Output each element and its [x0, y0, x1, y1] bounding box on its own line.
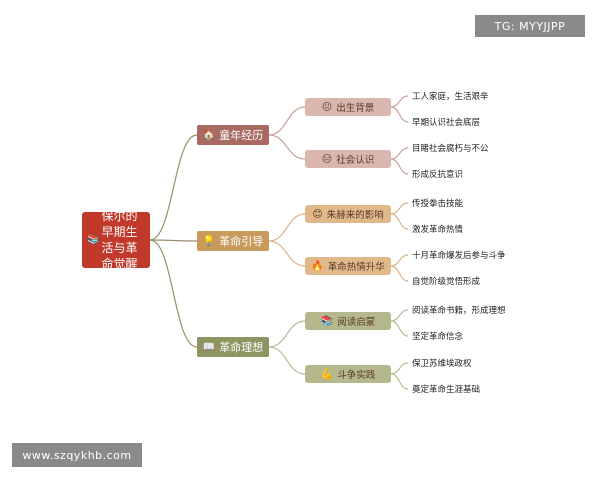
lightbulb-icon: 💡 [202, 235, 216, 247]
sub-branch-label: 社会认识 [336, 155, 375, 166]
connector-line [268, 346, 306, 375]
sub-branch-node: 😐出生背景 [305, 98, 391, 116]
expressionless-face-icon: 😑 [321, 153, 333, 165]
branch-node: 🏠童年经历 [197, 125, 269, 145]
neutral-face-icon: 😐 [321, 101, 333, 113]
connector-line [268, 320, 306, 348]
connector-line [390, 265, 409, 282]
connector-line [390, 362, 409, 375]
sub-branch-label: 斗争实践 [337, 370, 376, 381]
fire-icon: 🔥 [311, 260, 324, 272]
sub-branch-node: 😊朱赫来的影响 [305, 205, 391, 223]
connector-line [390, 320, 409, 337]
sub-branch-label: 出生背景 [336, 103, 375, 114]
connector-line [268, 213, 306, 242]
sub-branch-label: 朱赫来的影响 [326, 210, 384, 221]
connector-line [149, 239, 198, 242]
sub-branch-node: 😑社会认识 [305, 150, 391, 168]
connector-line [390, 254, 409, 267]
connector-line [390, 147, 409, 160]
leaf-text: 传授拳击技能 [412, 199, 464, 209]
sub-branch-node: 🔥革命热情升华 [305, 257, 391, 275]
connector-line [390, 373, 409, 390]
books-icon: 📚 [320, 315, 334, 327]
leaf-text: 奠定革命生涯基础 [412, 385, 481, 395]
root-label: 保尔的早期生活与革命觉醒 [101, 209, 138, 271]
leaf-text: 工人家庭，生活艰辛 [412, 92, 489, 102]
leaf-text: 自觉阶级觉悟形成 [412, 277, 481, 287]
branch-node: 💡革命引导 [197, 231, 269, 251]
branch-label: 童年经历 [219, 129, 264, 142]
flexed-arm-icon: 💪 [320, 368, 334, 380]
smiling-face-icon: 😊 [312, 208, 323, 220]
leaf-text: 阅读革命书籍，形成理想 [412, 306, 506, 316]
books-icon: 📚 [87, 234, 100, 245]
leaf-text: 坚定革命信念 [412, 332, 464, 342]
leaf-text: 早期认识社会底层 [412, 118, 481, 128]
leaf-text: 十月革命爆发后参与斗争 [412, 251, 506, 261]
watermark-top: TG: MYYJJPP [475, 15, 585, 37]
sub-branch-label: 阅读启蒙 [337, 317, 376, 328]
root-node: 📚保尔的早期生活与革命觉醒 [82, 209, 150, 271]
leaf-text: 形成反抗意识 [412, 170, 464, 180]
connector-line [268, 240, 306, 267]
connector-line [390, 158, 409, 175]
connector-line [390, 106, 409, 123]
leaf-text: 目睹社会腐朽与不公 [412, 144, 489, 154]
house-icon: 🏠 [202, 129, 216, 141]
connector-line [390, 95, 409, 108]
open-book-icon: 📖 [202, 341, 216, 353]
connector-line [390, 213, 409, 230]
watermark-bottom: www.szqykhb.com [12, 443, 142, 467]
branch-node: 📖革命理想 [197, 337, 269, 357]
connector-line [268, 106, 306, 136]
connector-line [390, 309, 409, 322]
branch-label: 革命理想 [219, 341, 264, 354]
connector-line [268, 134, 306, 160]
connector-line [149, 134, 198, 241]
connector-line [390, 202, 409, 215]
sub-branch-label: 革命热情升华 [327, 262, 385, 273]
sub-branch-node: 💪斗争实践 [305, 365, 391, 383]
connector-line [149, 239, 198, 348]
branch-label: 革命引导 [219, 235, 264, 248]
sub-branch-node: 📚阅读启蒙 [305, 312, 391, 330]
leaf-text: 保卫苏维埃政权 [412, 359, 472, 369]
leaf-text: 激发革命热情 [412, 225, 464, 235]
